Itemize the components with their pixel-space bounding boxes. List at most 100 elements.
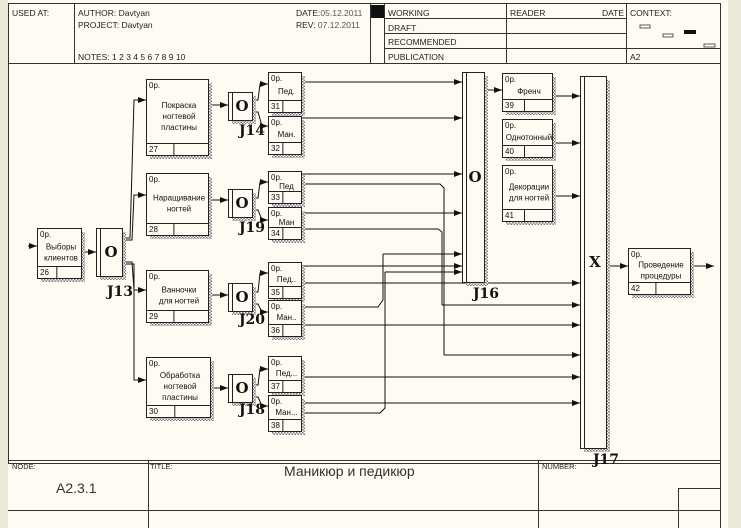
box-number: 29	[149, 312, 158, 321]
box-label-line: Ман..	[276, 313, 296, 322]
box-prefix: 0р.	[271, 358, 282, 367]
box-prefix: 0р.	[271, 209, 282, 218]
box-frame	[268, 72, 302, 113]
date-label: DATE:	[296, 8, 321, 18]
box-number: 30	[149, 407, 158, 416]
notes-value: 1 2 3 4 5 6 7 8 9 10	[112, 52, 186, 62]
box-frame	[146, 173, 209, 236]
status-recommended: RECOMMENDED	[388, 37, 457, 47]
status-publication: PUBLICATION	[388, 52, 445, 62]
box-label-line: Наращивание	[153, 194, 206, 203]
junction-type-symbol: O	[468, 168, 481, 186]
rev-value: 07.12.2011	[317, 20, 360, 30]
uob-box-37[interactable]: 0р.Пед...37	[268, 356, 305, 397]
box-frame	[268, 171, 302, 204]
uob-box-35[interactable]: 0р.Пед..35	[268, 262, 305, 303]
link-route	[301, 228, 443, 305]
junction-type-symbol: O	[104, 243, 117, 261]
status-working: WORKING	[388, 8, 430, 18]
link-arrow	[122, 261, 146, 293]
box-label-line: Ванночки	[161, 286, 196, 295]
junction-j13[interactable]: O J13	[96, 228, 134, 300]
number-label: NUMBER:	[542, 462, 577, 471]
box-label-line: Ман.	[278, 130, 296, 139]
junction-j17[interactable]: X J17	[580, 76, 620, 468]
box-number: 33	[271, 193, 280, 202]
context-box	[662, 33, 674, 38]
uob-box-36[interactable]: 0р.Ман..36	[268, 300, 305, 341]
box-label-line: Однотонный	[506, 133, 552, 142]
box-label-line: Пед...	[276, 369, 297, 378]
box-label-line: Ман	[279, 218, 295, 227]
uob-box-32[interactable]: 0р. Ман. 32	[268, 116, 305, 159]
box-number: 32	[271, 144, 280, 153]
box-frame	[268, 207, 302, 240]
diagram-title: Маникюр и педикюр	[284, 463, 415, 479]
reader-date-label: DATE	[602, 8, 625, 18]
junction-frame	[462, 72, 485, 283]
junction-type-symbol: O	[235, 379, 248, 397]
box-label-line: Покраска	[162, 101, 197, 110]
box-number: 31	[271, 102, 280, 111]
box-prefix: 0р.	[271, 74, 282, 83]
box-frame	[268, 395, 302, 432]
author-label: AUTHOR:	[78, 8, 117, 18]
node-value: A2.3.1	[56, 480, 97, 496]
link-route	[301, 272, 386, 414]
junction-label: J19	[237, 220, 265, 236]
junction-j14[interactable]: O J14	[228, 92, 266, 139]
link-arrow	[122, 97, 146, 239]
context-box	[639, 24, 651, 29]
box-number: 39	[505, 101, 514, 110]
box-prefix: 0р.	[271, 118, 282, 127]
box-number: 40	[505, 147, 514, 156]
box-frame	[146, 79, 209, 156]
junction-j19[interactable]: O J19	[228, 189, 266, 236]
box-number: 27	[149, 145, 158, 154]
idef3-diagram-sheet: USED AT: AUTHOR: Davtyan PROJECT: Davtya…	[8, 0, 728, 528]
uob-box-38[interactable]: 0р.Ман...38	[268, 395, 305, 436]
box-label-line: Декорации	[509, 183, 549, 192]
links-layer	[28, 79, 714, 414]
junction-label: J14	[237, 123, 265, 139]
junction-type-symbol: X	[589, 253, 601, 271]
frame	[8, 3, 721, 528]
link-route	[301, 254, 384, 308]
junction-type-symbol: O	[235, 288, 248, 306]
junction-type-symbol: O	[235, 194, 248, 212]
title-label: TITLE:	[150, 462, 173, 471]
junction-type-symbol: O	[235, 97, 248, 115]
box-frame	[268, 300, 302, 337]
notes-field: NOTES: 1 2 3 4 5 6 7 8 9 10	[78, 52, 185, 62]
junction-label: J17	[591, 452, 619, 468]
box-prefix: 0р.	[149, 175, 160, 184]
box-label-line: Выборы	[46, 243, 77, 252]
box-number: 36	[271, 326, 280, 335]
uob-box-31[interactable]: 0р.Пед.31	[268, 72, 305, 117]
node-label: NODE:	[12, 462, 36, 471]
link-arrow	[122, 192, 146, 241]
box-frame	[268, 116, 302, 155]
box-number: 38	[271, 421, 280, 430]
junction-label: J13	[105, 284, 133, 300]
box-number: 28	[149, 225, 158, 234]
context-label: CONTEXT:	[630, 8, 673, 18]
box-prefix: 0р.	[149, 359, 160, 368]
context-node: A2	[630, 52, 641, 62]
box-label-line: пластины	[162, 393, 198, 402]
